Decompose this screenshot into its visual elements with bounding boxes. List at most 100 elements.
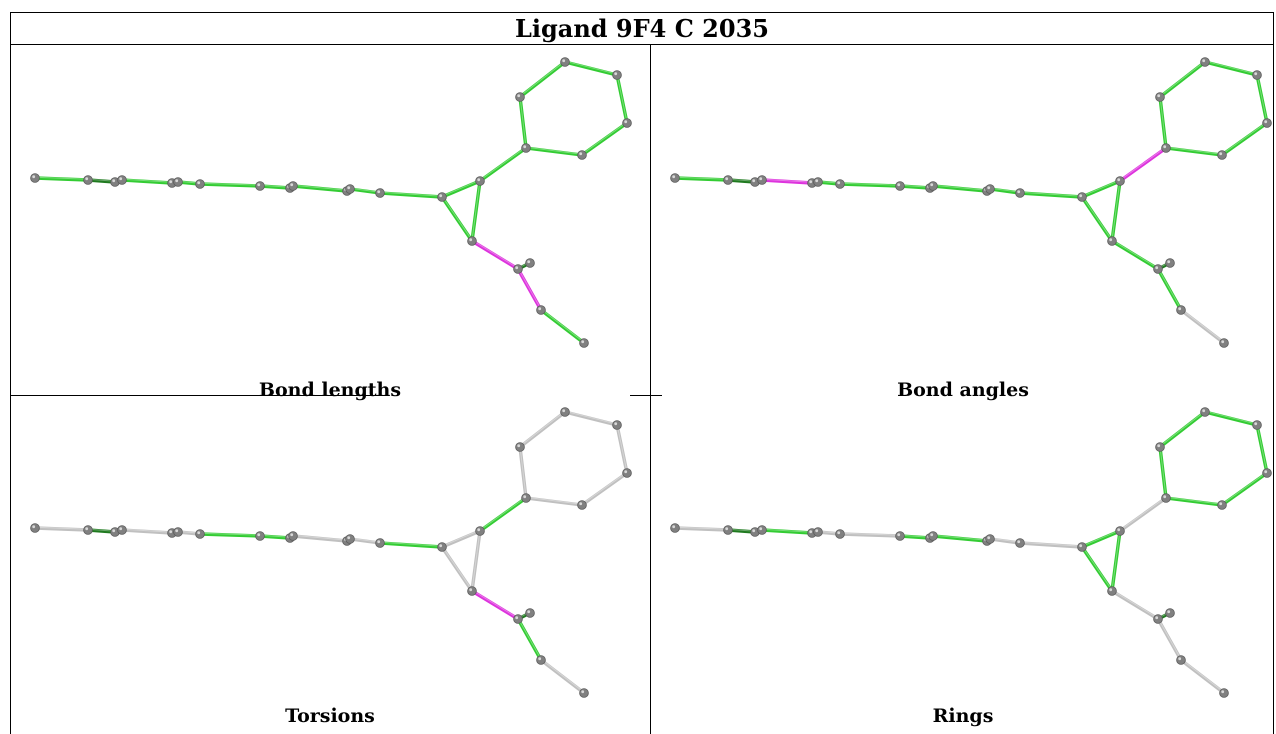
atom [1107,586,1117,596]
bond-highlight [259,184,291,188]
atom [1217,150,1227,160]
bond-highlight [1111,589,1159,619]
atom [467,236,477,246]
atom [1200,407,1210,417]
atom-shine [837,181,841,185]
bond-highlight [1111,530,1121,591]
bond-highlight [761,528,813,533]
atom-shine [112,529,116,533]
bond [518,60,567,99]
molecule-view-bond-lengths [30,57,632,348]
atom-shine [469,588,473,592]
bond-highlight [581,471,628,505]
bond [518,445,528,500]
bond-highlight [379,541,443,547]
atom-shine [987,186,991,190]
atom-shine [1254,422,1258,426]
atom [1200,57,1210,67]
atom [577,150,587,160]
bond-highlight [1159,60,1206,97]
bond-highlight [989,537,1021,543]
bond [1158,95,1168,150]
bond-highlight [1119,496,1167,531]
bond [440,529,482,549]
atom-shine [527,610,531,614]
atom-shine [527,260,531,264]
bond [516,617,543,662]
bond [470,239,520,271]
atom [577,500,587,510]
bond-highlight [1165,496,1223,505]
atom-shine [439,194,443,198]
bond-highlight [899,184,931,188]
bond [258,534,292,540]
bond [838,532,902,538]
atom [612,420,622,430]
bond [198,532,262,538]
atom-shine [815,179,819,183]
bond-highlight [121,528,173,533]
bond [1018,191,1084,199]
bond-highlight [564,410,618,425]
bond-highlight [761,178,813,183]
bond [1156,617,1183,662]
atom-shine [477,178,481,182]
bond-highlight [441,179,481,197]
atom [255,181,265,191]
bond-highlight [519,96,527,148]
bond [1118,146,1168,183]
bond-highlight [1159,96,1167,148]
bond-highlight [349,537,381,543]
atom [985,534,995,544]
atom-shine [1254,72,1258,76]
panel-torsions: Torsions [10,407,650,734]
bond [1158,410,1207,449]
bond [470,179,482,243]
atom [757,175,767,185]
atom-shine [579,152,583,156]
atom [1176,305,1186,315]
atom-shine [1219,152,1223,156]
bond-highlight [471,589,519,619]
atom [985,184,995,194]
bond [524,496,584,507]
atom [1262,118,1272,128]
bond-highlight [471,239,519,269]
bond [120,528,174,535]
atom [813,527,823,537]
atom [536,305,546,315]
atom [345,534,355,544]
atom-shine [197,181,201,185]
bond [440,195,474,243]
bond [258,184,292,190]
atom [723,525,733,535]
bond [470,589,520,621]
bond-highlight [1159,446,1167,498]
bond-highlight [517,267,542,310]
atom-shine [624,470,628,474]
atom-shine [562,59,566,63]
bond [440,545,474,593]
atom [579,338,589,348]
atom [288,181,298,191]
atom [515,92,525,102]
atom [375,538,385,548]
atom [437,542,447,552]
atom-shine [169,530,173,534]
panel-rings: Rings [650,407,1276,734]
bond-highlight [1157,267,1182,310]
bond [988,187,1022,195]
bond [580,471,629,507]
bond [1110,179,1122,243]
bond [1080,529,1122,549]
atom-shine [1157,444,1161,448]
molecule-view-bond-angles [670,57,1272,348]
atom [513,614,523,624]
bond [838,182,902,188]
bond-highlight [525,496,583,505]
atom [670,173,680,183]
bond-highlight [540,658,585,693]
atom [1262,468,1272,478]
bond [524,146,584,157]
atom [515,442,525,452]
